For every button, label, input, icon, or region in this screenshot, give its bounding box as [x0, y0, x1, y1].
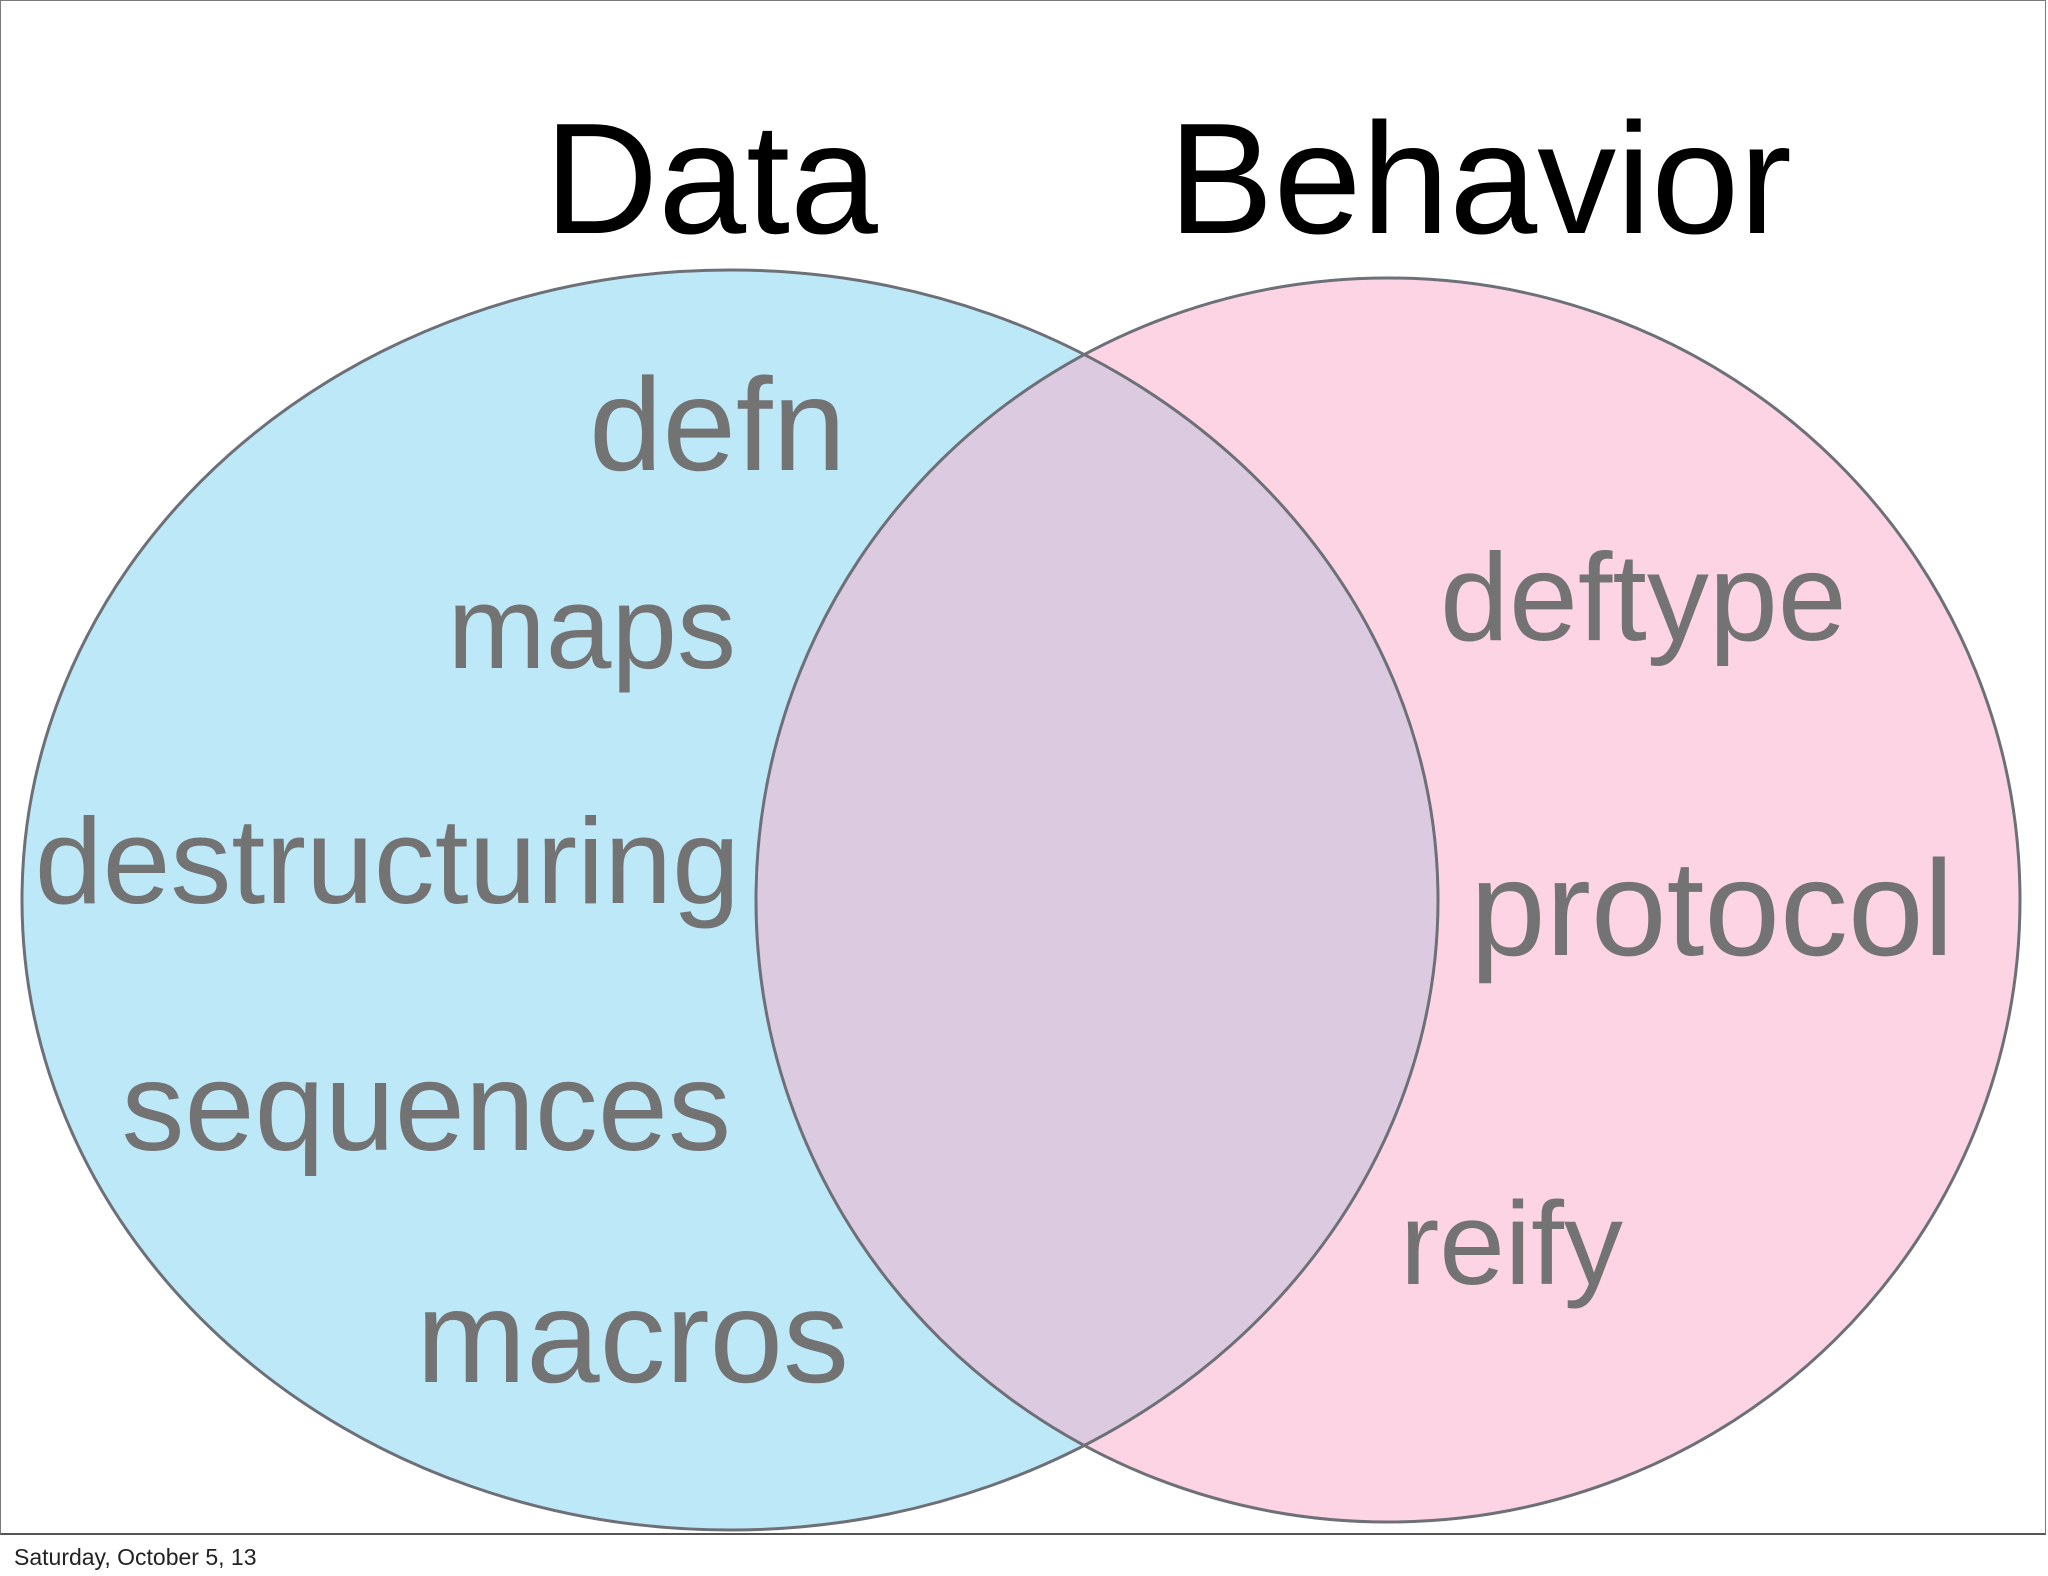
term-deftype: deftype — [1440, 529, 1847, 667]
term-protocol: protocol — [1470, 832, 1954, 984]
data-circle-outline — [20, 268, 1440, 1532]
term-defn: defn — [589, 351, 846, 498]
term-reify: reify — [1400, 1178, 1623, 1310]
behavior-circle-outline — [754, 276, 2022, 1524]
term-macros: macros — [416, 1263, 849, 1410]
term-destructuring: destructuring — [35, 793, 740, 929]
term-maps: maps — [447, 562, 736, 694]
footer-date: Saturday, October 5, 13 — [14, 1544, 257, 1570]
overlap-region — [756, 278, 1438, 1522]
data-heading: Data — [544, 91, 878, 267]
behavior-heading: Behavior — [1168, 91, 1792, 267]
term-sequences: sequences — [122, 1036, 731, 1177]
